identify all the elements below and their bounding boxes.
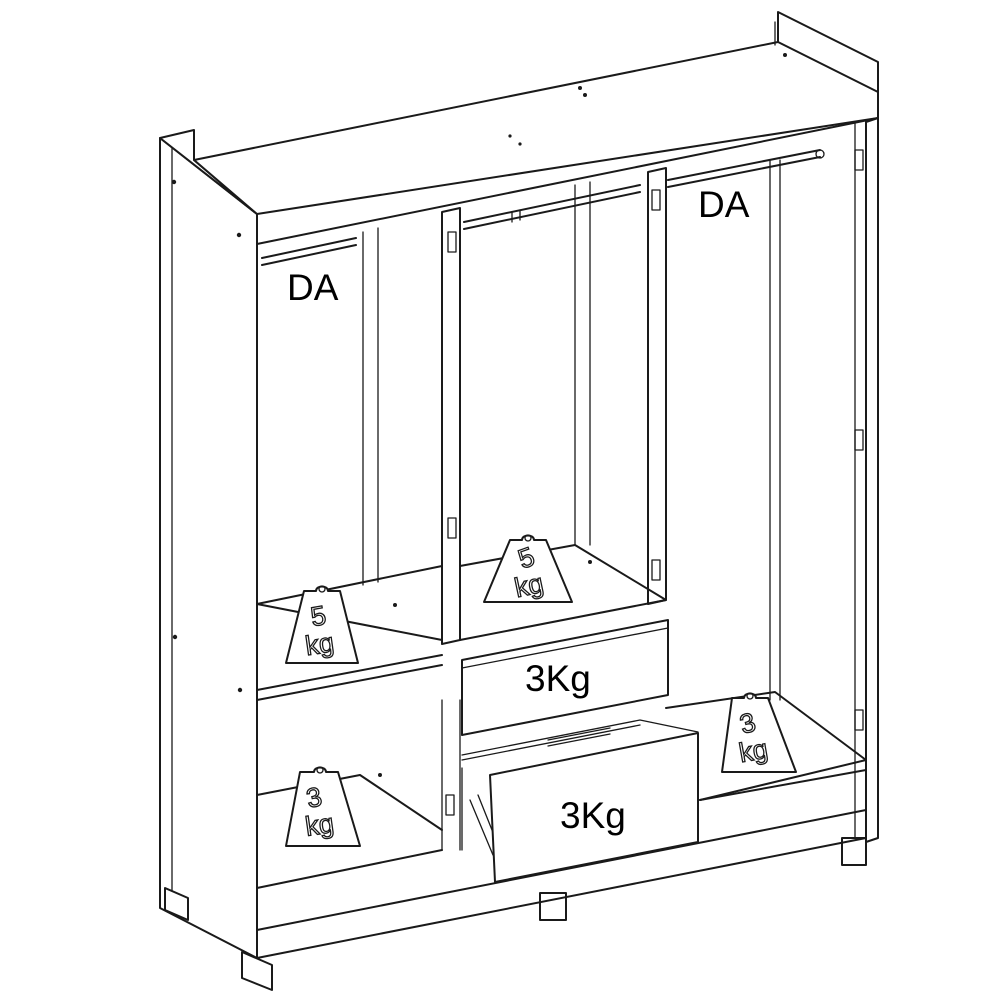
svg-text:kg: kg xyxy=(303,627,335,661)
svg-text:kg: kg xyxy=(303,808,335,842)
hinges xyxy=(445,149,864,816)
drawer-top[interactable]: 3Kg xyxy=(461,619,669,736)
right-side-panel xyxy=(769,117,879,843)
feet xyxy=(164,837,867,991)
svg-text:5: 5 xyxy=(308,600,328,632)
left-side-panel xyxy=(159,137,258,959)
drawer-bottom[interactable]: 3Kg xyxy=(461,719,699,883)
svg-text:kg: kg xyxy=(512,568,546,603)
svg-text:3: 3 xyxy=(304,781,325,813)
svg-text:kg: kg xyxy=(737,734,770,768)
drawer-bottom-label: 3Kg xyxy=(560,795,626,836)
drawer-top-label: 3Kg xyxy=(525,658,591,699)
weight-icon-left-bottom: 3 kg xyxy=(285,766,361,847)
weight-icon-right-bottom: 3 kg xyxy=(721,692,797,773)
shelves xyxy=(256,544,867,959)
da-label-right: DA xyxy=(698,184,750,225)
top-board xyxy=(159,11,879,245)
weight-icon-left-shelf: 5 kg xyxy=(285,585,359,664)
da-label-left: DA xyxy=(287,267,339,308)
weight-icon-center-shelf: 5 kg xyxy=(483,534,573,604)
hanging-rails xyxy=(261,149,825,266)
